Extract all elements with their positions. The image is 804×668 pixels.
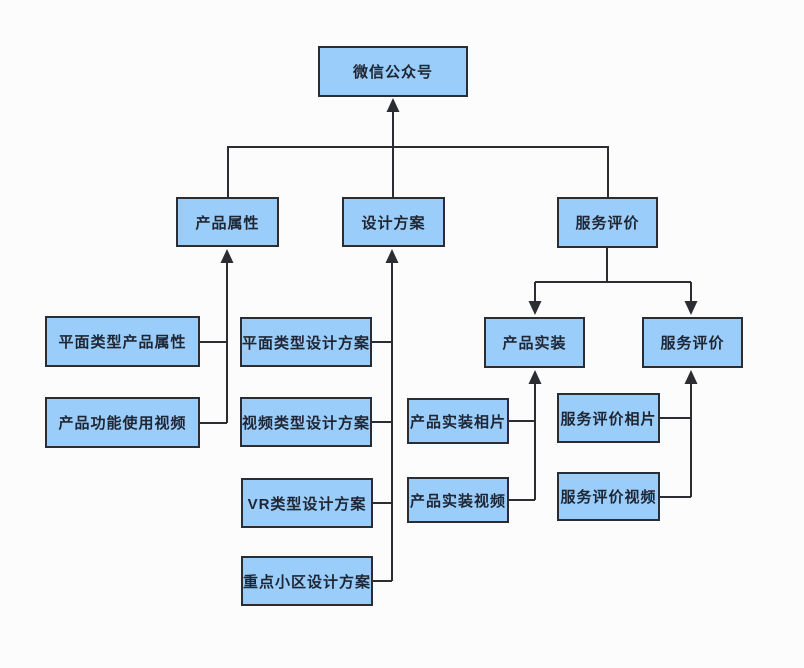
node-product-installation-photo[interactable]: 产品实装相片 bbox=[407, 398, 509, 444]
edge-group-product-installation bbox=[509, 370, 542, 501]
node-service-evaluation-video[interactable]: 服务评价视频 bbox=[557, 472, 660, 521]
arrow-down-service-evaluation-sub bbox=[684, 301, 698, 315]
node-flat-design-plan[interactable]: 平面类型设计方案 bbox=[240, 317, 372, 367]
node-service-evaluation-sub[interactable]: 服务评价 bbox=[642, 317, 743, 368]
arrow-down-product-installation bbox=[528, 301, 542, 315]
node-key-community-design-plan[interactable]: 重点小区设计方案 bbox=[241, 556, 373, 606]
edge-group-product-attributes bbox=[200, 249, 234, 424]
node-product-installation-video[interactable]: 产品实装视频 bbox=[407, 477, 509, 523]
node-product-attributes[interactable]: 产品属性 bbox=[176, 197, 279, 247]
edge-group-root bbox=[227, 98, 609, 197]
arrow-up-product-attributes bbox=[220, 249, 234, 263]
arrow-up-product-installation bbox=[528, 370, 542, 384]
node-root[interactable]: 微信公众号 bbox=[318, 46, 468, 97]
node-service-evaluation[interactable]: 服务评价 bbox=[557, 197, 658, 248]
edge-group-service-evaluation-fanout bbox=[528, 248, 698, 315]
node-design-plan[interactable]: 设计方案 bbox=[342, 197, 445, 247]
node-product-function-video[interactable]: 产品功能使用视频 bbox=[45, 397, 200, 448]
arrow-up-root bbox=[386, 98, 400, 112]
edge-group-design-plan bbox=[372, 249, 399, 582]
node-video-design-plan[interactable]: 视频类型设计方案 bbox=[240, 397, 372, 447]
arrow-up-design-plan bbox=[385, 249, 399, 263]
arrow-up-service-evaluation-sub bbox=[684, 370, 698, 384]
node-flat-product-attributes[interactable]: 平面类型产品属性 bbox=[45, 316, 200, 367]
node-product-installation[interactable]: 产品实装 bbox=[484, 317, 585, 368]
node-vr-design-plan[interactable]: VR类型设计方案 bbox=[241, 478, 373, 528]
edge-group-service-evaluation-sub bbox=[660, 370, 698, 498]
node-service-evaluation-photo[interactable]: 服务评价相片 bbox=[557, 393, 660, 443]
